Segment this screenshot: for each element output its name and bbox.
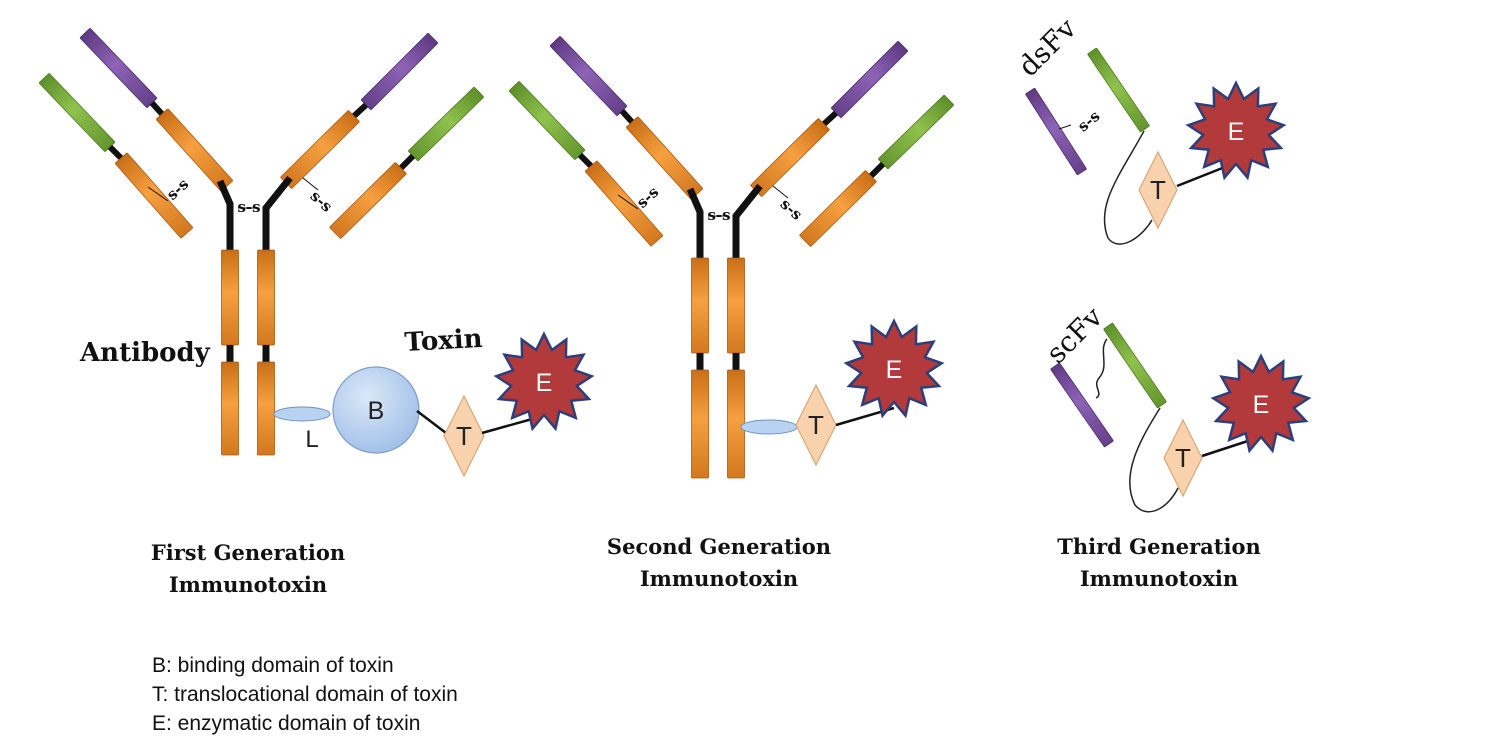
- fc-upper-left: [691, 257, 709, 354]
- fc-upper-right: [257, 249, 275, 346]
- fc-lower-right: [257, 361, 275, 456]
- hinge-segment: [149, 100, 165, 117]
- antibody-label: Antibody: [79, 338, 211, 368]
- heavy-chain-constant: [156, 108, 233, 192]
- hinge-right: [262, 175, 293, 250]
- fc-lower-right: [727, 369, 745, 479]
- third-generation-immunotoxin: s-sT E T E: [1025, 47, 1312, 513]
- hinge-segment: [868, 161, 886, 179]
- scfv-enzymatic-domain-star-label: E: [1253, 391, 1270, 419]
- dsfv-vh: [1025, 88, 1087, 175]
- disulfide-bond: [147, 186, 169, 202]
- dsfv-translocation-domain-label: T: [1150, 175, 1166, 205]
- disulfide-label: s-s: [1074, 107, 1103, 136]
- legend-translocational-domain: T: translocational domain of toxin: [152, 683, 458, 706]
- fc-upper-right: [727, 257, 745, 354]
- caption-first-line2: Immunotoxin: [169, 572, 327, 597]
- hinge-segment: [577, 152, 594, 169]
- legend-enzymatic-domain: E: enzymatic domain of toxin: [152, 712, 421, 735]
- light-chain-constant: [329, 162, 407, 239]
- enzymatic-domain-star: [843, 318, 945, 419]
- disulfide-bond: [302, 177, 319, 191]
- scfv-vh: [1050, 362, 1114, 448]
- caption-second-line2: Immunotoxin: [640, 566, 798, 591]
- dsfv-linker-loop: [1103, 130, 1153, 245]
- hinge-right: [732, 183, 763, 258]
- hinge-segment: [107, 144, 124, 161]
- dsfv-label: dsFv: [1012, 12, 1083, 83]
- linker-ellipse: [740, 419, 798, 435]
- dsfv-enzymatic-domain-star-label: E: [1228, 118, 1245, 146]
- disulfide-bond: [617, 194, 639, 210]
- hinge-segment: [398, 153, 416, 171]
- light-chain-variable: [408, 86, 484, 162]
- translocation-domain: [443, 394, 485, 478]
- light-chain-variable: [878, 94, 954, 170]
- heavy-chain-variable: [831, 41, 908, 118]
- caption-second-line1: Second Generation: [607, 534, 831, 559]
- light-chain-variable: [508, 81, 586, 160]
- b-to-t-link: [416, 410, 447, 434]
- binding-domain-label: B: [368, 397, 385, 425]
- linker-label: L: [305, 426, 318, 453]
- disulfide-label: s-s: [237, 198, 260, 216]
- heavy-chain-constant: [280, 110, 360, 189]
- scfv-translocation-domain: [1163, 418, 1203, 498]
- hinge-segment: [821, 110, 839, 127]
- toxin-label: Toxin: [404, 324, 484, 358]
- scfv-vl: [1103, 322, 1167, 409]
- fc-lower-left: [221, 361, 239, 456]
- dsfv-vl: [1087, 47, 1150, 133]
- light-chain-constant: [115, 152, 193, 239]
- light-chain-variable: [38, 73, 116, 152]
- disulfide-bond: [1058, 124, 1072, 130]
- linker-ellipse: [273, 406, 331, 422]
- caption-third-line1: Third Generation: [1057, 534, 1260, 559]
- disulfide-label: s-s: [707, 206, 730, 224]
- disulfide-bond: [772, 185, 789, 199]
- dsfv-translocation-domain: [1138, 150, 1178, 230]
- legend-binding-domain: B: binding domain of toxin: [152, 654, 394, 677]
- heavy-chain-constant: [750, 118, 830, 197]
- caption-third-line2: Immunotoxin: [1080, 566, 1238, 591]
- scfv-linker-loop: [1129, 407, 1179, 513]
- enzymatic-domain-star-label: E: [886, 356, 903, 384]
- scfv-enzymatic-domain-star: [1210, 353, 1312, 454]
- heavy-chain-variable: [549, 36, 628, 116]
- light-chain-constant: [585, 160, 663, 247]
- hinge-left: [686, 187, 704, 258]
- translocation-domain-label: T: [808, 410, 824, 440]
- heavy-chain-variable: [361, 33, 438, 110]
- scfv-peptide-linker: [1095, 338, 1108, 399]
- enzymatic-domain-star-label: E: [536, 369, 553, 397]
- translocation-domain-label: T: [456, 421, 472, 451]
- hinge-left: [216, 179, 234, 250]
- fc-upper-left: [221, 249, 239, 346]
- hinge-segment: [351, 102, 369, 119]
- scfv-label: scFv: [1040, 300, 1110, 370]
- disulfide-label: s-s: [777, 195, 806, 224]
- disulfide-label: s-s: [307, 187, 336, 216]
- light-chain-constant: [799, 170, 877, 247]
- fc-lower-left: [691, 369, 709, 479]
- heavy-chain-variable: [79, 28, 158, 108]
- caption-first-line1: First Generation: [151, 540, 345, 565]
- hinge-segment: [619, 108, 635, 125]
- scfv-translocation-domain-label: T: [1175, 443, 1191, 473]
- heavy-chain-constant: [626, 116, 703, 200]
- enzymatic-domain-star: [493, 331, 595, 432]
- binding-domain-circle: [332, 366, 420, 454]
- translocation-domain: [795, 383, 837, 467]
- dsfv-enzymatic-domain-star: [1185, 80, 1287, 181]
